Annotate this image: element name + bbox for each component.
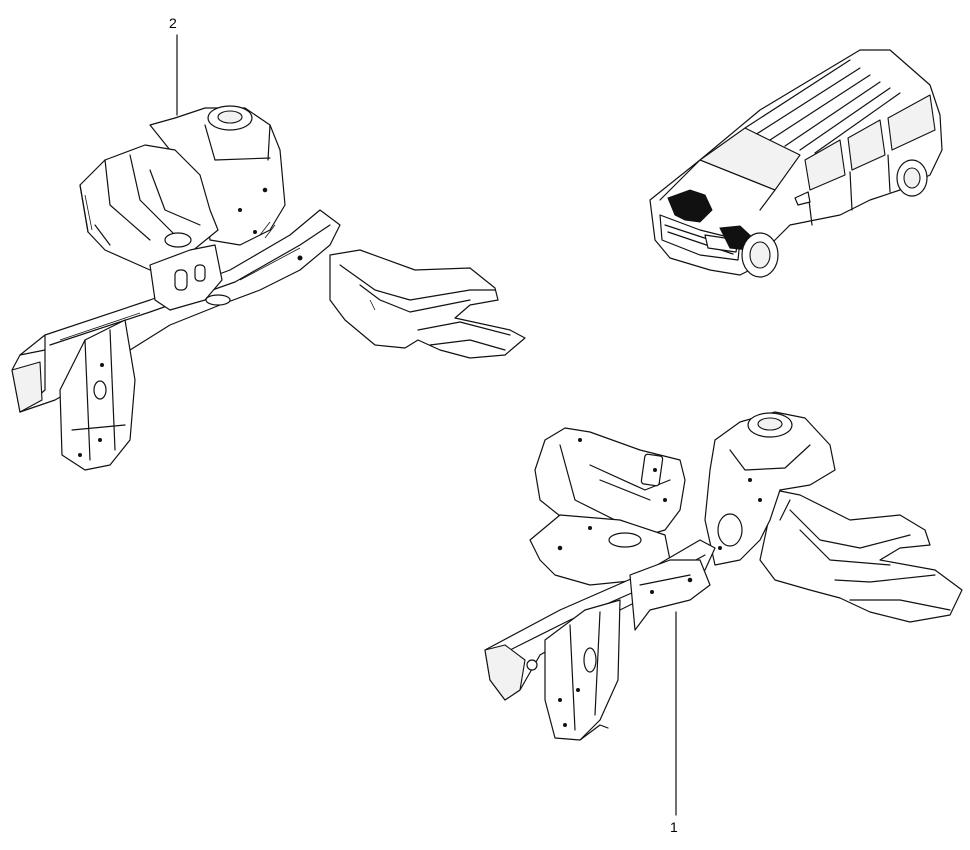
callout-label-2: 2 <box>169 15 177 31</box>
assembly-2-drawing <box>11 34 526 471</box>
callout-label-1: 1 <box>670 819 678 835</box>
vehicle-location-icon <box>649 49 943 278</box>
assembly-1-drawing <box>484 411 963 816</box>
